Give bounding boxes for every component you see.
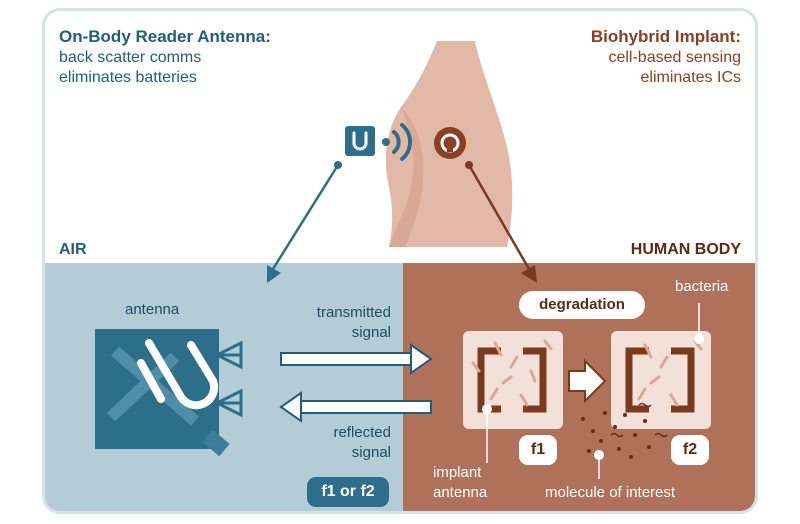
reader-line-1: back scatter comms — [59, 49, 202, 66]
air-section-label: AIR — [59, 241, 87, 258]
molecule-dots — [581, 402, 668, 459]
reader-patch-icon — [345, 126, 375, 156]
degradation-pill: degradation — [519, 291, 645, 319]
reader-line-2: eliminates batteries — [59, 69, 197, 86]
diagram-frame: On-Body Reader Antenna: back scatter com… — [42, 8, 758, 514]
reader-pointer-arrow — [267, 161, 342, 283]
implant-line-1: cell-based sensing — [608, 49, 741, 66]
reader-title: On-Body Reader Antenna: — [59, 27, 271, 46]
implant-title: Biohybrid Implant: — [590, 27, 741, 46]
implant-antenna-label: implant antenna — [433, 464, 488, 501]
bacteria-label: bacteria — [675, 278, 729, 295]
antenna-label: antenna — [125, 301, 180, 318]
implant-antenna-f2 — [611, 331, 711, 429]
frequency-choice-badge: f1 or f2 — [307, 477, 389, 507]
f2-badge: f2 — [671, 435, 709, 465]
implant-line-2: eliminates ICs — [640, 69, 741, 86]
implant-antenna-f1 — [463, 331, 563, 429]
molecule-label: molecule of interest — [545, 484, 676, 501]
body-section-label: HUMAN BODY — [630, 241, 741, 258]
transmitted-signal-label: transmitted signal — [316, 304, 391, 341]
f1-badge: f1 — [519, 435, 557, 465]
implant-icon — [434, 127, 466, 159]
wireless-signal-icon — [382, 123, 413, 161]
transmitted-signal-arrow — [280, 343, 433, 375]
molecule-callout — [594, 450, 604, 479]
implant-pointer-arrow — [465, 161, 537, 283]
reader-antenna-box — [95, 329, 243, 457]
reflected-signal-arrow — [279, 391, 432, 423]
torso-shading — [389, 107, 424, 247]
degradation-process-arrow — [568, 358, 607, 404]
reflected-signal-label: reflected signal — [333, 424, 391, 461]
